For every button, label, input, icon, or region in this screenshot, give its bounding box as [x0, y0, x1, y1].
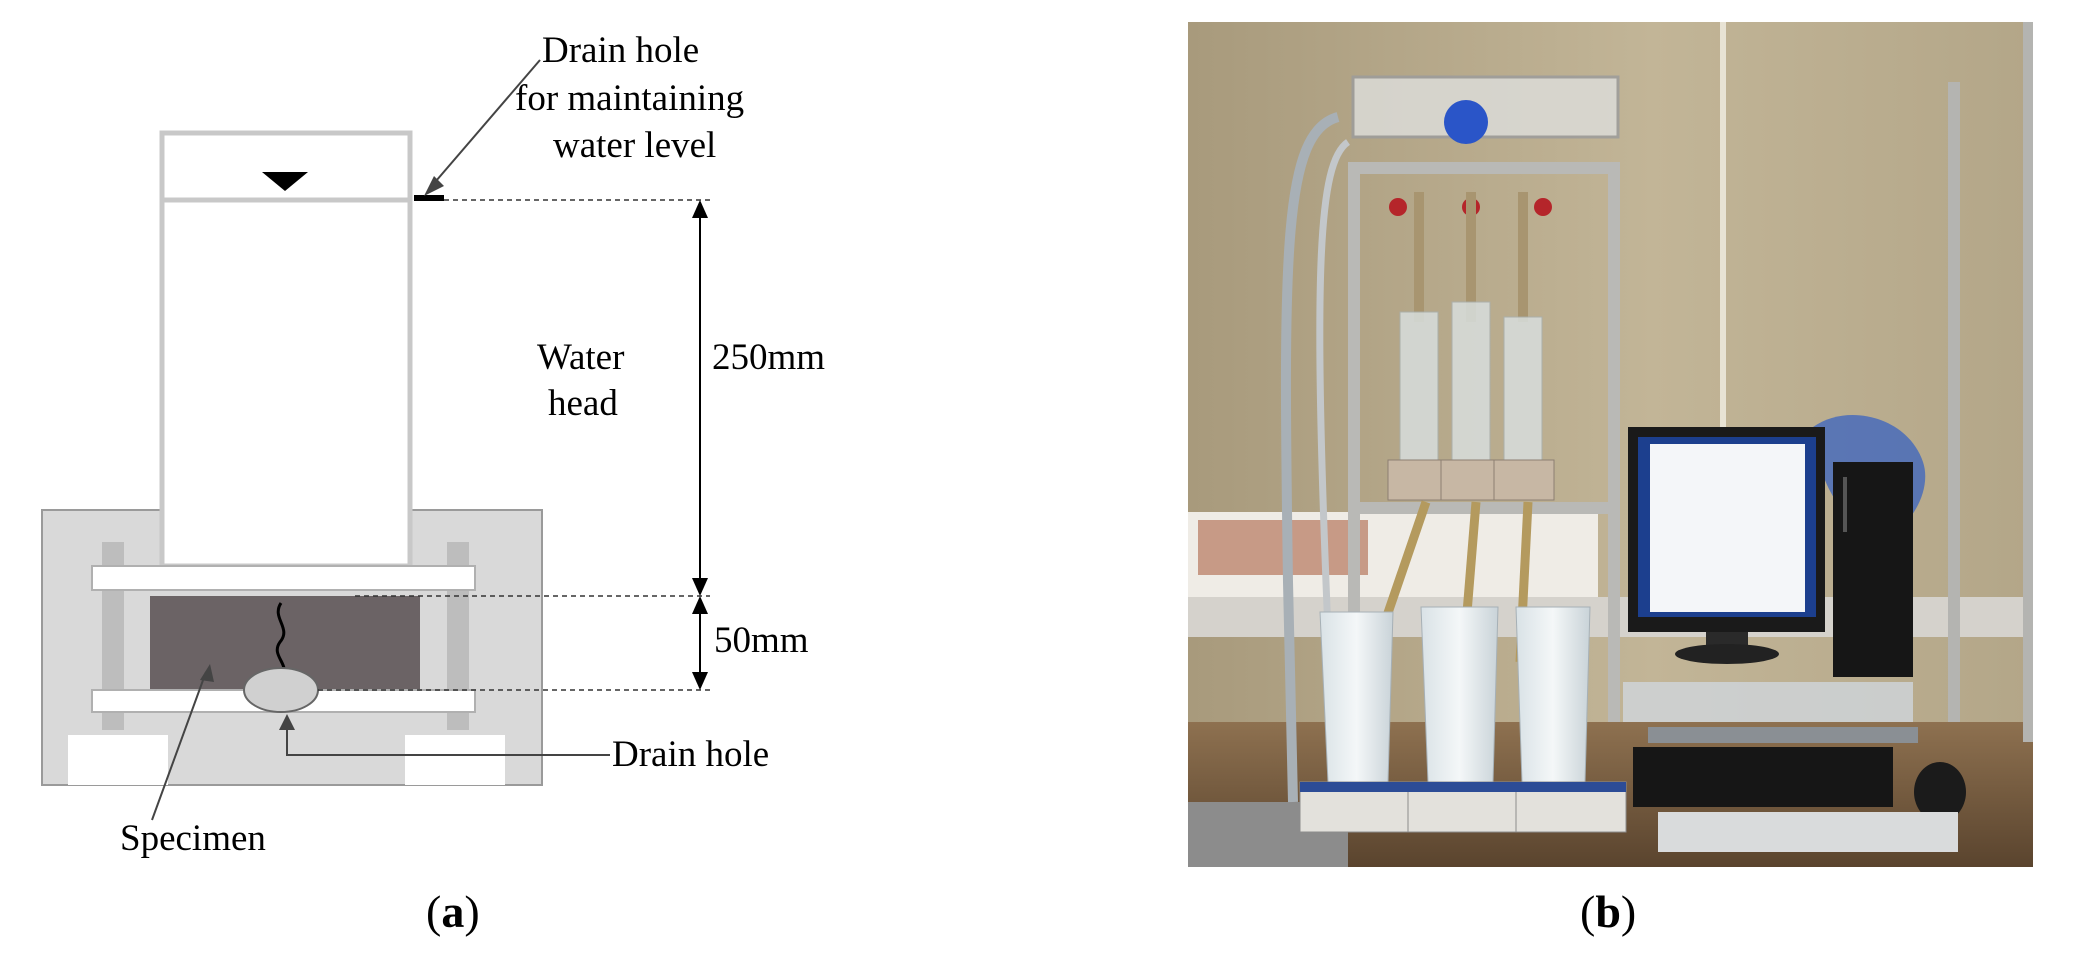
specimen-holder-1	[1387, 459, 1449, 501]
label-drain-top-1: Drain hole	[542, 30, 699, 71]
pc-tower-slot	[1843, 477, 1847, 532]
label-drain-top-2: for maintaining	[515, 78, 744, 119]
scale-1-stripe	[1300, 782, 1410, 792]
schematic-diagram: Drain hole for maintaining water level W…	[41, 30, 825, 859]
tube-3	[1518, 192, 1528, 322]
cylinder-3	[1503, 316, 1543, 463]
test-setup-photo	[1188, 22, 2033, 867]
cylinder-2	[1451, 301, 1491, 463]
right-foot	[405, 735, 505, 785]
tube-1	[1414, 192, 1424, 322]
dim-label-250: 250mm	[712, 337, 825, 378]
frame-beam-top	[1348, 162, 1620, 174]
tray	[1658, 812, 1958, 852]
arrow-up-icon	[692, 200, 708, 218]
pipe	[1648, 727, 1918, 743]
right-frame-edge	[2023, 22, 2033, 742]
valve-1-icon	[1389, 198, 1407, 216]
blue-bulb	[1444, 100, 1488, 144]
dim-label-50: 50mm	[714, 620, 809, 661]
frame-post-right	[1608, 162, 1620, 722]
right-frame-post	[1948, 82, 1960, 722]
left-foot	[68, 735, 168, 785]
hose-right	[1316, 139, 1351, 633]
label-water: Water	[537, 337, 624, 378]
label-drain-top-3: water level	[553, 125, 716, 166]
label-specimen: Specimen	[120, 818, 266, 859]
leader-drain-bottom	[286, 722, 610, 756]
arrow-down-icon	[692, 672, 708, 690]
panel-a-schematic: Drain hole for maintaining water level W…	[41, 30, 825, 937]
beaker-1	[1319, 611, 1394, 783]
water-level-marker-icon	[262, 172, 308, 191]
arrow-icon	[200, 664, 214, 682]
leader-drain-top	[429, 59, 541, 189]
cylinder-1	[1399, 311, 1439, 463]
acrylic-shelf	[1623, 682, 1913, 722]
scale-3-stripe	[1516, 782, 1626, 792]
arrow-icon	[279, 714, 295, 730]
leader-specimen	[151, 671, 207, 821]
monitor-base	[1675, 644, 1779, 664]
hose-left	[1280, 112, 1340, 803]
drain-hole-top	[414, 195, 444, 201]
water-column	[159, 130, 413, 569]
frame-post-left	[1348, 162, 1360, 722]
arrow-down-icon	[692, 578, 708, 596]
mouse	[1914, 762, 1966, 822]
tube-2	[1466, 192, 1476, 322]
specimen-holder-3	[1493, 459, 1555, 501]
arrow-up-icon	[692, 596, 708, 614]
frame-beam-mid	[1348, 502, 1620, 514]
top-plate	[91, 565, 476, 591]
label-drain-bottom: Drain hole	[612, 734, 769, 775]
monitor-window	[1650, 444, 1805, 612]
panel-b-photo: (b)	[1160, 0, 2074, 959]
arrow-icon	[424, 176, 444, 196]
label-head: head	[548, 383, 618, 424]
scale-2-stripe	[1408, 782, 1518, 792]
specimen-holder-2	[1440, 459, 1502, 501]
caption-b: (b)	[1580, 886, 1637, 937]
beaker-3	[1515, 606, 1591, 783]
keyboard	[1633, 747, 1893, 807]
beaker-2	[1420, 606, 1499, 783]
drain-hole-bottom	[243, 667, 319, 713]
valve-3-icon	[1534, 198, 1552, 216]
wall-seam	[1720, 22, 1726, 602]
caption-a: (a)	[426, 886, 480, 937]
